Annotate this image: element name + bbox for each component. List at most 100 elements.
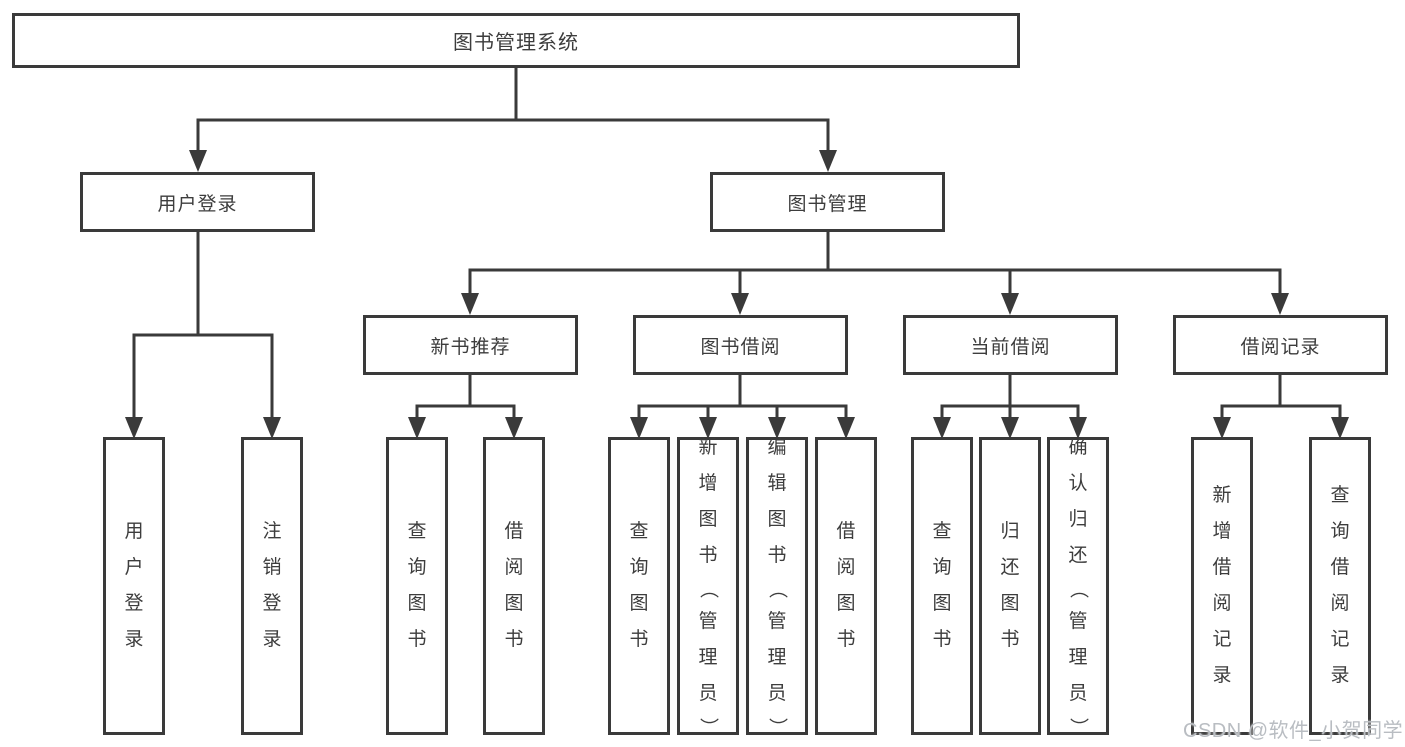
vertical-char: 阅: [504, 557, 524, 578]
vertical-char: （: [766, 579, 788, 599]
vertical-char: （: [1067, 579, 1089, 599]
vertical-char: 管: [767, 611, 787, 632]
leaf-borrow-book: 借阅图书: [815, 437, 877, 735]
arrow-icon: [630, 417, 648, 439]
node-current-borrowing: 当前借阅: [903, 315, 1118, 375]
vertical-char: 图: [1000, 593, 1020, 614]
vertical-char: 增: [698, 473, 718, 494]
arrow-icon: [125, 417, 143, 439]
leaf-user-login: 用户登录: [103, 437, 165, 735]
leaf-borrow-book-recommend: 借阅图书: [483, 437, 545, 735]
arrow-icon: [837, 417, 855, 439]
leaf-query-borrow-record: 查询借阅记录: [1309, 437, 1371, 735]
vertical-char: 书: [407, 629, 427, 650]
vertical-char: 用: [124, 521, 144, 542]
vertical-char: 户: [124, 557, 144, 578]
vertical-char: 询: [407, 557, 427, 578]
vertical-char: 录: [124, 629, 144, 650]
vertical-char: 书: [836, 629, 856, 650]
leaf-query-book-current: 查询图书: [911, 437, 973, 735]
vertical-char: 编: [767, 437, 787, 458]
arrow-icon: [189, 150, 207, 172]
vertical-char: 录: [1212, 665, 1232, 686]
node-new-book-recommend: 新书推荐: [363, 315, 578, 375]
vertical-char: 还: [1068, 545, 1088, 566]
vertical-char: 记: [1330, 629, 1350, 650]
vertical-char: 认: [1068, 473, 1088, 494]
vertical-char: 查: [629, 521, 649, 542]
vertical-char: 书: [698, 545, 718, 566]
vertical-char: 还: [1000, 557, 1020, 578]
vertical-char: 新: [1212, 485, 1232, 506]
vertical-char: 书: [932, 629, 952, 650]
vertical-char: 员: [1068, 683, 1088, 704]
vertical-char: 借: [1212, 557, 1232, 578]
vertical-char: 理: [698, 647, 718, 668]
leaf-add-borrow-record: 新增借阅记录: [1191, 437, 1253, 735]
vertical-char: 借: [504, 521, 524, 542]
arrow-icon: [1331, 417, 1349, 439]
vertical-char: 书: [767, 545, 787, 566]
vertical-char: 登: [262, 593, 282, 614]
leaf-query-book-recommend: 查询图书: [386, 437, 448, 735]
vertical-char: 书: [504, 629, 524, 650]
arrow-icon: [1213, 417, 1231, 439]
arrow-icon: [1001, 417, 1019, 439]
vertical-char: 图: [767, 509, 787, 530]
vertical-char: 记: [1212, 629, 1232, 650]
vertical-char: 登: [124, 593, 144, 614]
vertical-char: 图: [932, 593, 952, 614]
vertical-char: 询: [1330, 521, 1350, 542]
csdn-watermark: CSDN @软件_小贺同学: [1183, 720, 1404, 742]
node-book-borrowing: 图书借阅: [633, 315, 848, 375]
vertical-char: 阅: [1212, 593, 1232, 614]
node-library-management-system: 图书管理系统: [12, 13, 1020, 68]
vertical-char: 查: [407, 521, 427, 542]
vertical-char: 借: [836, 521, 856, 542]
vertical-char: 书: [629, 629, 649, 650]
vertical-char: 阅: [836, 557, 856, 578]
vertical-char: 辑: [767, 473, 787, 494]
vertical-char: 图: [698, 509, 718, 530]
vertical-char: 借: [1330, 557, 1350, 578]
vertical-char: 图: [629, 593, 649, 614]
vertical-char: 增: [1212, 521, 1232, 542]
vertical-char: ）: [766, 717, 788, 737]
arrow-icon: [408, 417, 426, 439]
leaf-add-book-admin: 新增图书（管理员）: [677, 437, 739, 737]
vertical-char: 书: [1000, 629, 1020, 650]
vertical-char: 归: [1068, 509, 1088, 530]
vertical-char: 理: [1068, 647, 1088, 668]
vertical-char: 图: [504, 593, 524, 614]
vertical-char: （: [697, 579, 719, 599]
leaf-return-book: 归还图书: [979, 437, 1041, 735]
arrow-icon: [1271, 293, 1289, 315]
vertical-char: 管: [1068, 611, 1088, 632]
arrow-icon: [819, 150, 837, 172]
vertical-char: ）: [1067, 717, 1089, 737]
leaf-confirm-return-admin: 确认归还 （ 管理员 ）: [1047, 437, 1109, 737]
vertical-char: 录: [262, 629, 282, 650]
vertical-char: 归: [1000, 521, 1020, 542]
arrow-icon: [731, 293, 749, 315]
arrow-icon: [1001, 293, 1019, 315]
node-book-management: 图书管理: [710, 172, 945, 232]
vertical-char: 理: [767, 647, 787, 668]
arrow-icon: [263, 417, 281, 439]
vertical-char: 图: [407, 593, 427, 614]
vertical-char: 销: [262, 557, 282, 578]
leaf-edit-book-admin: 编辑图书 （ 管理员 ）: [746, 437, 808, 737]
node-borrowing-records: 借阅记录: [1173, 315, 1388, 375]
vertical-char: 询: [932, 557, 952, 578]
vertical-char: 员: [767, 683, 787, 704]
leaf-query-book-borrowing: 查询图书: [608, 437, 670, 735]
vertical-char: 确: [1068, 437, 1088, 458]
vertical-char: 员: [698, 683, 718, 704]
vertical-char: 阅: [1330, 593, 1350, 614]
leaf-logout: 注销登录: [241, 437, 303, 735]
node-user-login: 用户登录: [80, 172, 315, 232]
arrow-icon: [461, 293, 479, 315]
vertical-char: ）: [697, 717, 719, 737]
vertical-char: 录: [1330, 665, 1350, 686]
